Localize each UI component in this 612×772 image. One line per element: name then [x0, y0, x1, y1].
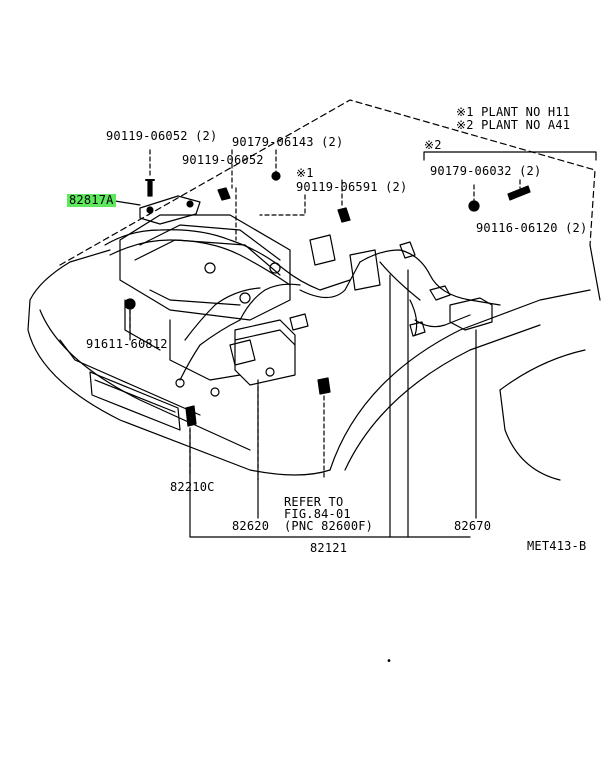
part-label-90119-06591: 90119-06591 (2): [296, 180, 408, 194]
part-label-90179-06032: 90179-06032 (2): [430, 164, 542, 178]
bolt-icon: [147, 179, 153, 197]
part-label-82121: 82121: [310, 541, 348, 555]
refer-line-1: REFER TO: [284, 495, 344, 509]
wiring-harness: [104, 229, 351, 291]
note-mark: ※1: [296, 166, 314, 180]
relay-block: [449, 297, 493, 331]
part-label-82210c: 82210C: [170, 480, 215, 494]
part-label-90119-06052-2: 90119-06052 (2): [106, 129, 218, 143]
hood-outline: [59, 99, 596, 266]
battery: [234, 319, 296, 386]
refer-line-2: FIG.84-01: [284, 507, 351, 521]
part-label-82817a-highlighted[interactable]: 82817A: [67, 193, 116, 207]
part-label-91611-60812: 91611-60812: [86, 337, 168, 351]
part-label-82670: 82670: [454, 519, 492, 533]
legend-line-1: ※1 PLANT NO H11: [456, 105, 571, 119]
connector-box: [309, 234, 336, 266]
part-label-90119-06052: 90119-06052: [182, 153, 264, 167]
car-body-outline: [29, 249, 111, 301]
legend-line-2: ※2 PLANT NO A41: [456, 118, 571, 132]
group-mark: ※2: [424, 138, 442, 152]
part-label-90179-06143: 90179-06143 (2): [232, 135, 344, 149]
refer-line-3: (PNC 82600F): [284, 519, 374, 533]
engine-block: [119, 214, 291, 321]
fender-outline: [329, 289, 591, 471]
bracket: [139, 195, 201, 225]
part-label-90116-06120: 90116-06120 (2): [476, 221, 588, 235]
part-label-82620: 82620: [232, 519, 270, 533]
figure-code: MET413-B: [527, 539, 587, 553]
svg-text:•: •: [386, 656, 392, 667]
